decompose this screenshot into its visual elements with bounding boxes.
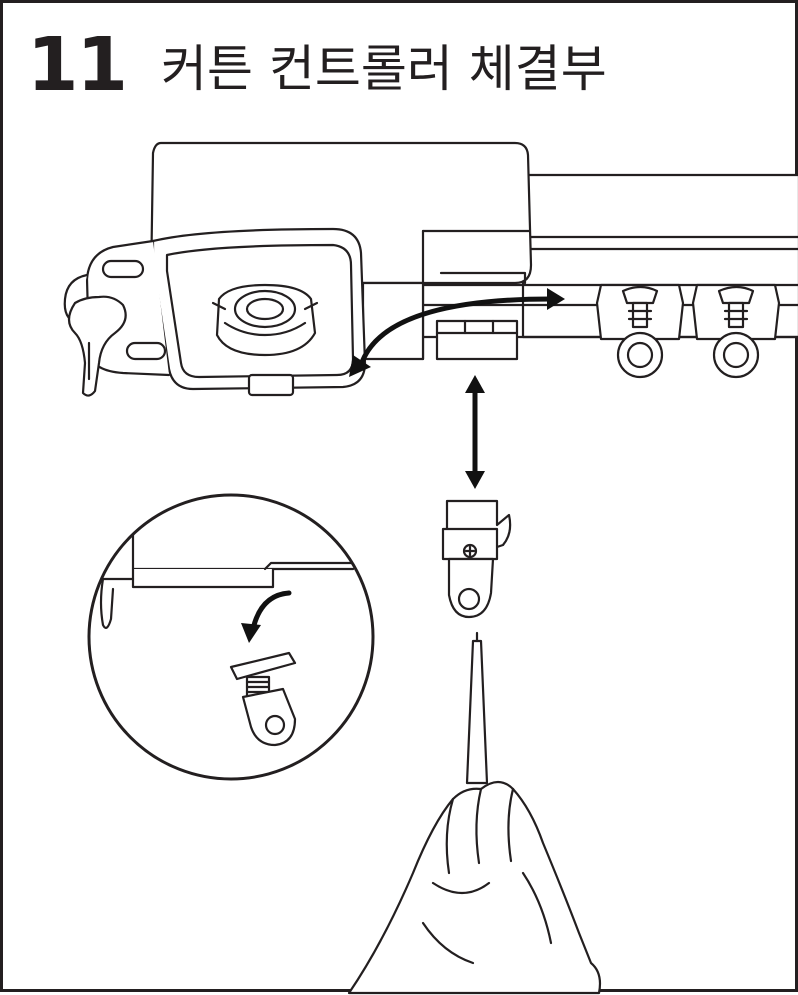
detail-circle xyxy=(87,493,375,781)
slide-arrow xyxy=(349,288,565,377)
controller-socket xyxy=(211,283,319,357)
step-number: 11 xyxy=(27,22,128,108)
curtain-runner-1 xyxy=(595,283,685,379)
assembly-illustration xyxy=(63,141,798,995)
hand xyxy=(347,780,602,995)
pull-cord-knob xyxy=(67,295,127,397)
curtain-runner-2 xyxy=(691,283,781,379)
mounting-bracket xyxy=(441,499,512,619)
mounting-slot xyxy=(435,319,519,361)
step-title: 커튼 컨트롤러 체결부 xyxy=(161,40,607,98)
vertical-arrow xyxy=(465,375,485,489)
screwdriver xyxy=(465,631,489,785)
